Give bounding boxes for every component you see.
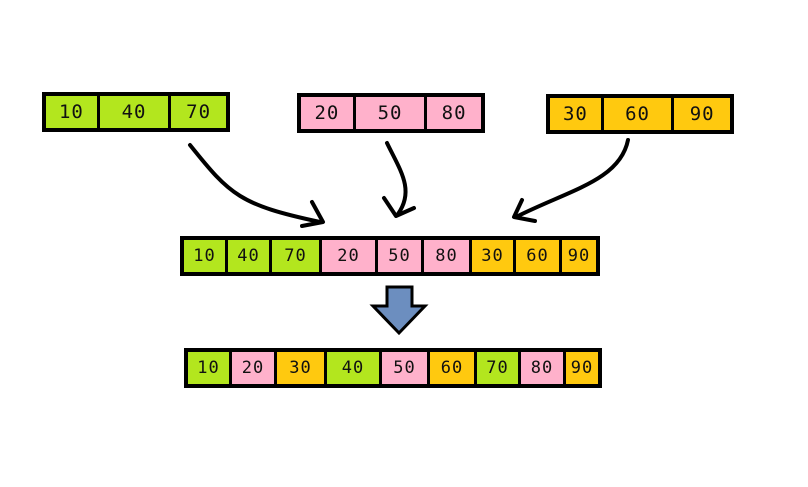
cell: 70 [171, 96, 226, 128]
sorted-cell: 50 [382, 352, 430, 384]
cell: 50 [355, 97, 428, 129]
sorted-cell: 70 [477, 352, 521, 384]
input-list-a: 10 40 70 [42, 92, 230, 132]
arrow-b-to-merged [385, 141, 408, 216]
merged-cell: 20 [322, 240, 378, 272]
input-list-c: 30 60 90 [546, 94, 734, 134]
arrowhead-a [300, 200, 325, 228]
sorted-cell: 90 [566, 352, 598, 384]
merged-cell: 50 [378, 240, 424, 272]
sorted-cell: 10 [188, 352, 232, 384]
arrow-a-to-merged [188, 143, 322, 224]
arrowhead-c [512, 198, 537, 223]
down-arrow-icon [369, 285, 429, 336]
cell: 60 [603, 98, 675, 130]
cell: 80 [427, 97, 481, 129]
merged-cell: 70 [272, 240, 322, 272]
sorted-list: 10 20 30 40 50 60 70 80 90 [184, 348, 602, 388]
merged-cell: 30 [472, 240, 516, 272]
input-list-b: 20 50 80 [297, 93, 485, 133]
arrowhead-b [382, 196, 416, 218]
merged-cell: 10 [184, 240, 228, 272]
merged-cell: 40 [228, 240, 272, 272]
sorted-cell: 30 [277, 352, 327, 384]
sorted-cell: 20 [232, 352, 277, 384]
merged-cell: 60 [516, 240, 562, 272]
arrow-c-to-merged [516, 138, 630, 218]
cell: 40 [99, 96, 172, 128]
sorted-cell: 60 [430, 352, 477, 384]
sorted-cell: 80 [521, 352, 566, 384]
merged-list: 10 40 70 20 50 80 30 60 90 [180, 236, 600, 276]
sorted-cell: 40 [327, 352, 382, 384]
cell: 30 [550, 98, 604, 130]
merged-cell: 80 [424, 240, 472, 272]
merged-cell: 90 [562, 240, 596, 272]
cell: 20 [301, 97, 356, 129]
cell: 10 [46, 96, 100, 128]
cell: 90 [674, 98, 730, 130]
